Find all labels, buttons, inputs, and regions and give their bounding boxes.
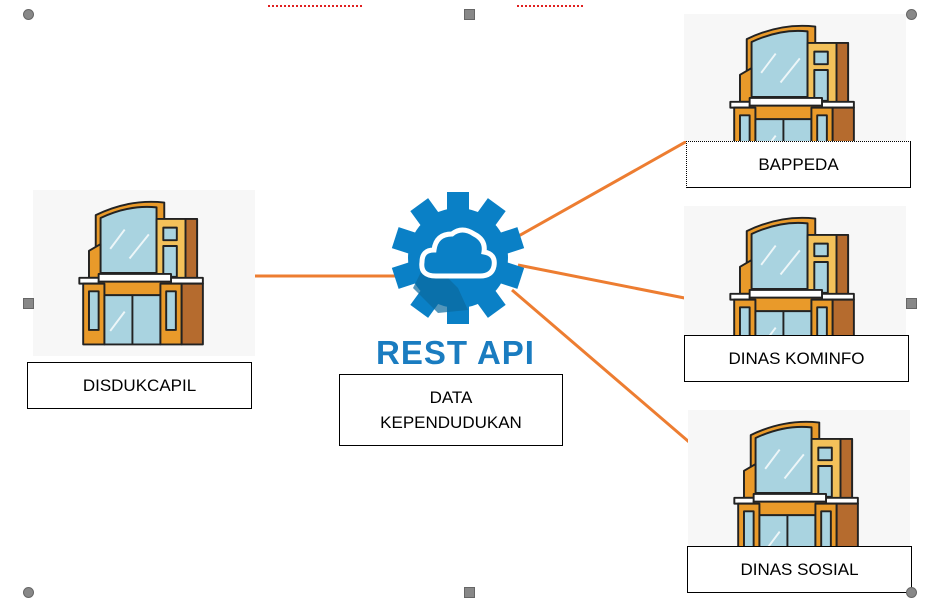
label-text: KEPENDUDUKAN [380, 413, 522, 432]
resize-handle[interactable] [464, 9, 475, 20]
label-text: DATA [429, 387, 473, 407]
resize-handle[interactable] [464, 587, 475, 598]
resize-handle[interactable] [23, 298, 34, 309]
label-bappeda: BAPPEDA [686, 141, 911, 188]
building-icon [33, 190, 255, 356]
label-data-kependudukan: DATA KEPENDUDUKAN [339, 374, 563, 446]
building-icon [688, 410, 910, 546]
resize-handle[interactable] [906, 9, 917, 20]
label-text: DINAS SOSIAL [740, 559, 859, 579]
label-text: DISDUKCAPIL [82, 375, 197, 395]
spellcheck-underline [517, 0, 583, 7]
resize-handle[interactable] [906, 298, 917, 309]
rest-api-logo-text: REST API [376, 334, 535, 371]
spellcheck-underline [268, 0, 362, 7]
label-disdukcapil: DISDUKCAPIL [27, 362, 252, 409]
gear-cloud-icon [391, 192, 525, 324]
building-icon [684, 206, 906, 335]
label-dinas-sosial: DINAS SOSIAL [687, 546, 912, 593]
label-text: BAPPEDA [758, 154, 839, 174]
label-text: DINAS KOMINFO [728, 348, 865, 368]
resize-handle[interactable] [906, 587, 917, 598]
label-dinas-kominfo: DINAS KOMINFO [684, 335, 909, 382]
building-icon [684, 14, 906, 141]
resize-handle[interactable] [23, 587, 34, 598]
resize-handle[interactable] [23, 9, 34, 20]
